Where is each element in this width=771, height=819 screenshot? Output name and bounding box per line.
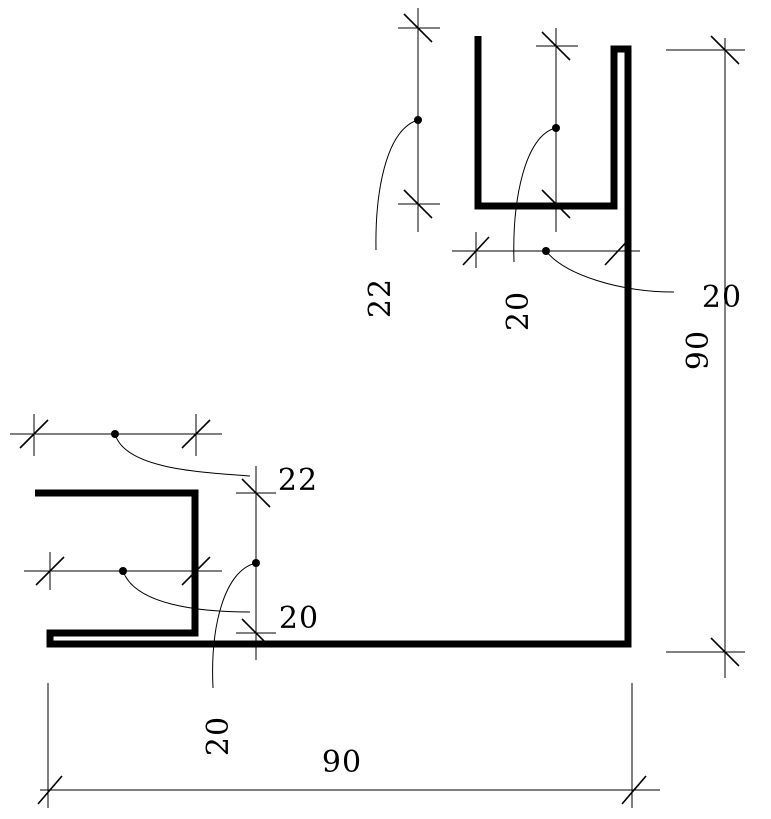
left-channel-gap-label: 20 (201, 716, 236, 756)
overall-width-dimension: 90 (37, 683, 660, 808)
left-channel-inner-dimension: 20 (24, 552, 319, 636)
overall-width-label: 90 (322, 745, 362, 780)
overall-height-dimension: 90 (666, 35, 745, 678)
top-channel-height-dimension: 22 (363, 8, 440, 318)
top-channel-gap-dimension: 20 (452, 232, 742, 315)
top-channel-height-label: 22 (363, 278, 398, 318)
top-channel-inner-dimension: 20 (501, 28, 578, 331)
corner-profile-path (35, 36, 632, 648)
overall-height-label: 90 (681, 330, 716, 370)
left-channel-gap-dimension: 20 (201, 466, 276, 756)
left-channel-width-label: 22 (278, 463, 318, 498)
profile-outline (35, 36, 632, 648)
left-channel-width-dimension: 22 (10, 414, 318, 498)
left-channel-inner-label: 20 (279, 601, 319, 636)
top-channel-inner-label: 20 (501, 291, 536, 331)
top-channel-gap-label: 20 (702, 280, 742, 315)
